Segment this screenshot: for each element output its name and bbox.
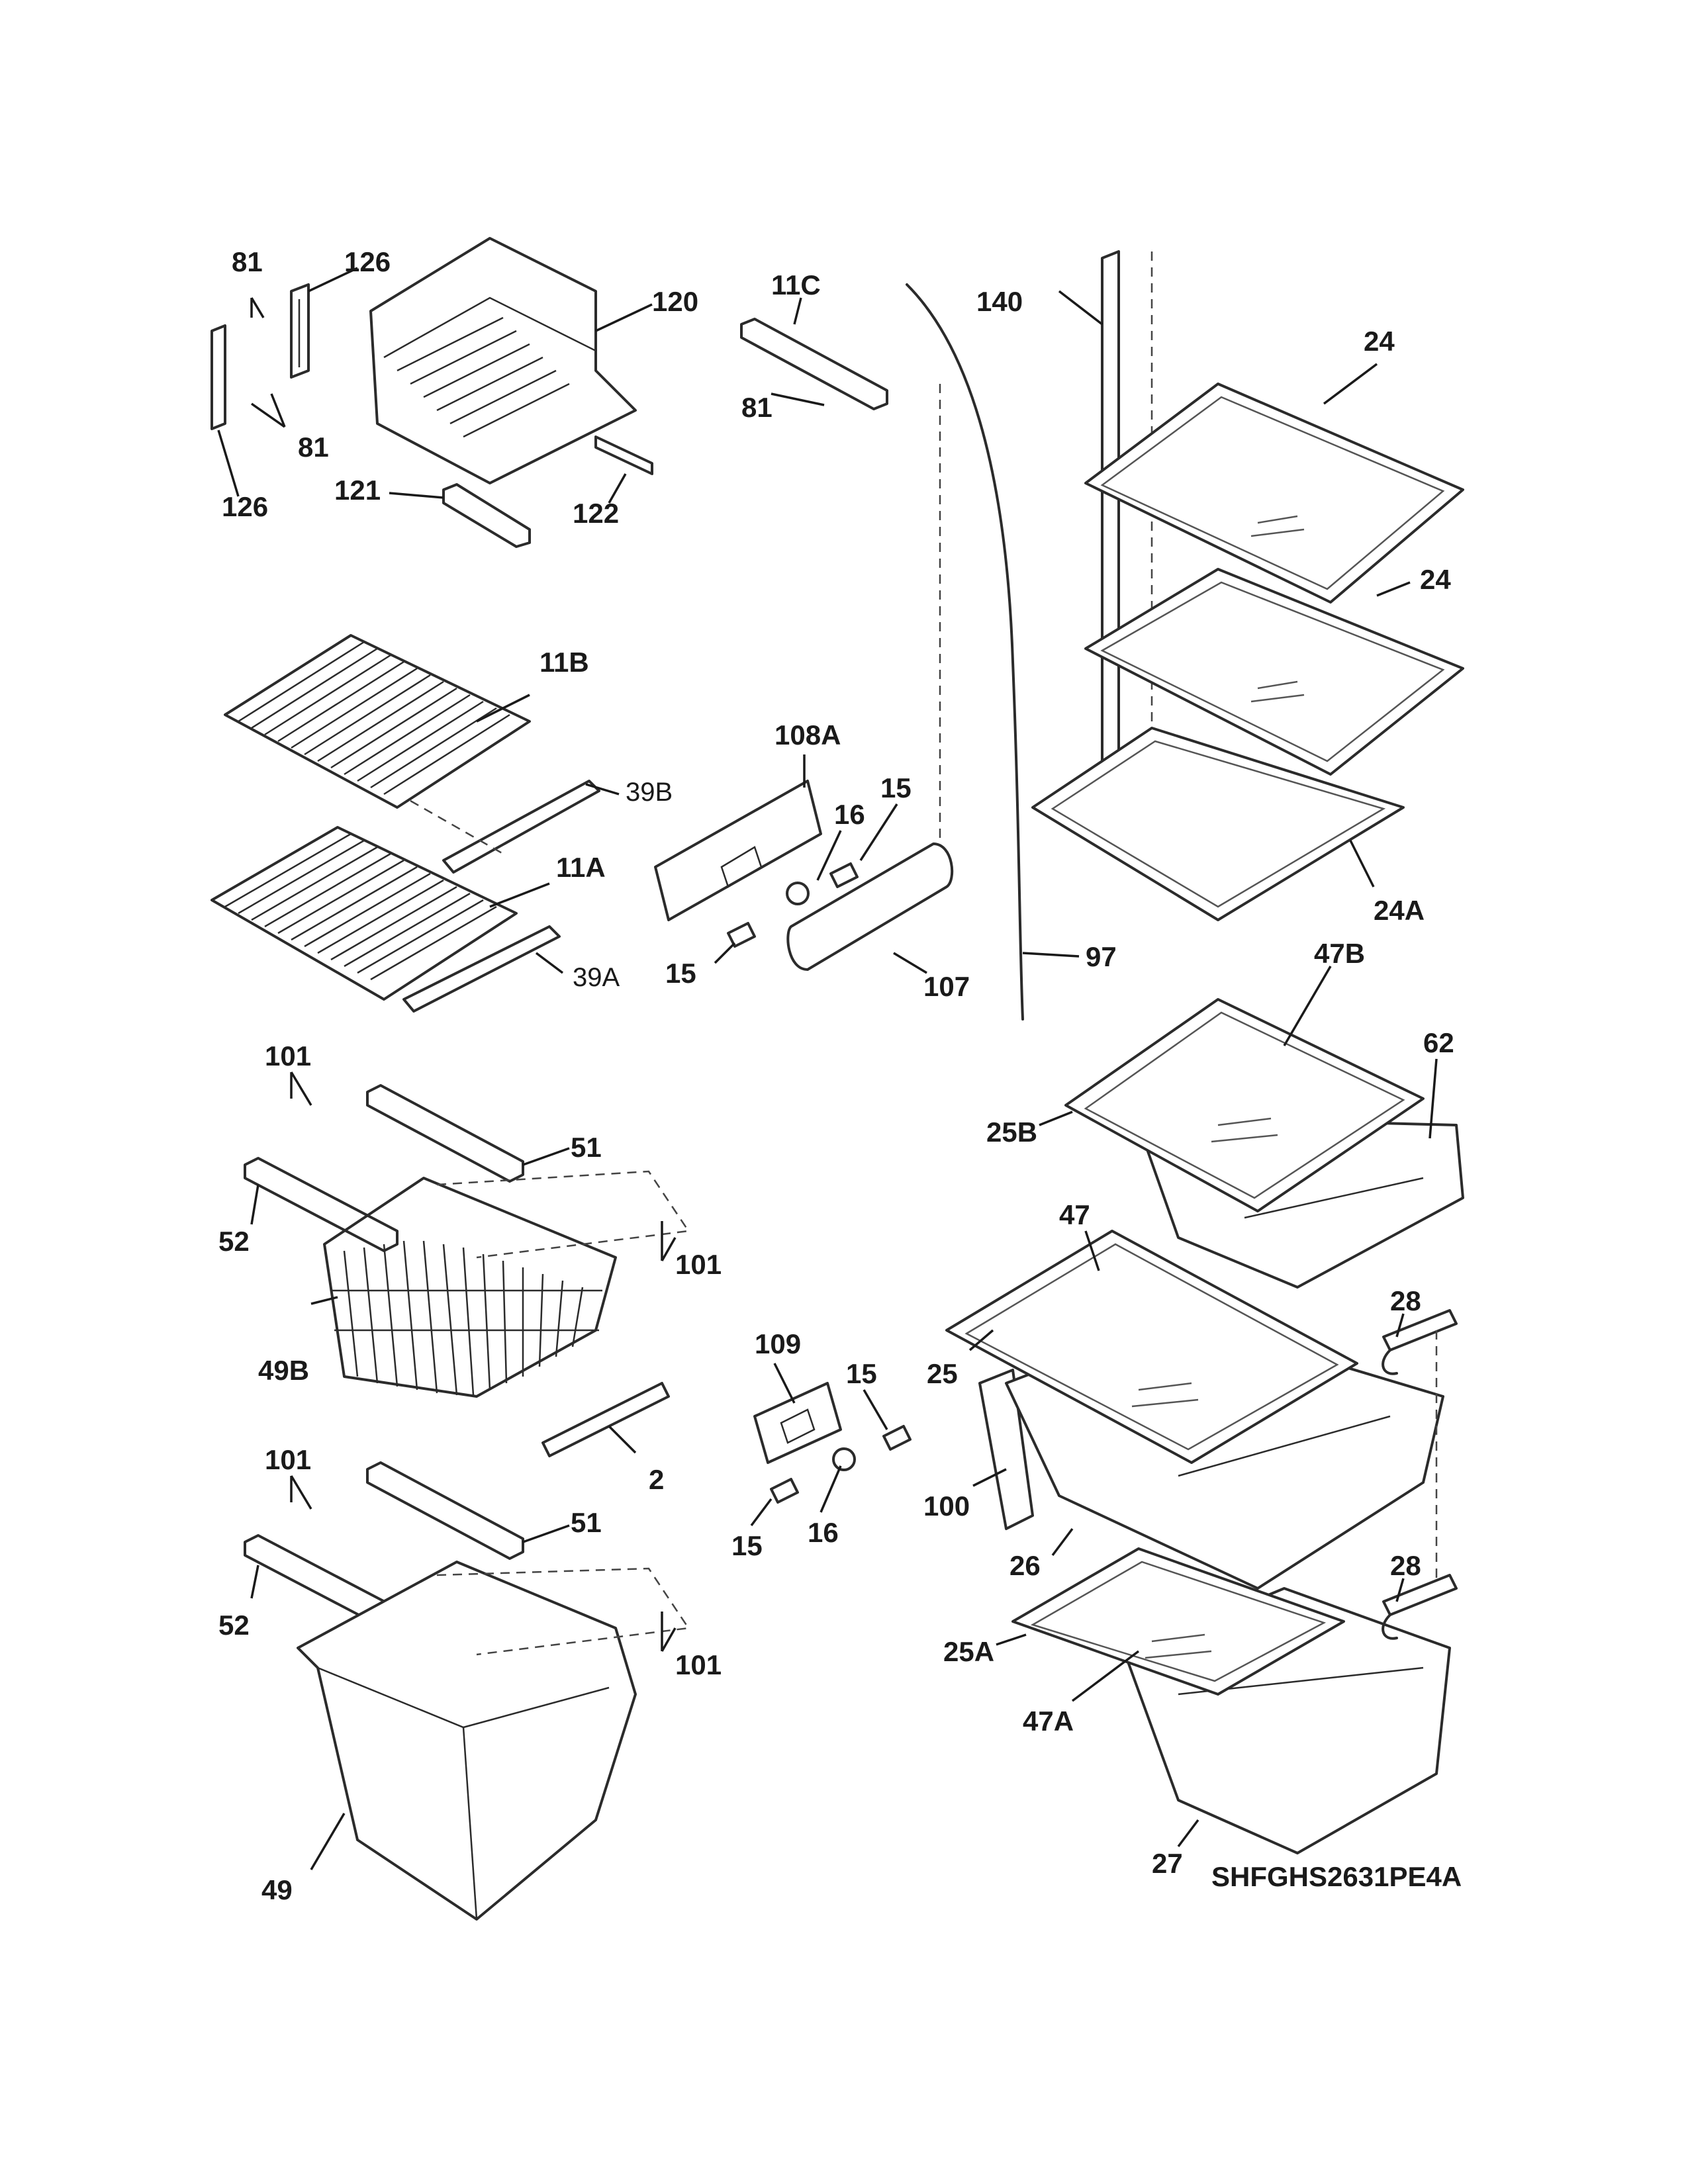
callout-51-lower: 51 bbox=[571, 1507, 602, 1538]
callout-49b: 49B bbox=[258, 1355, 309, 1386]
pin-15-left bbox=[770, 1478, 799, 1504]
callout-47: 47 bbox=[1059, 1199, 1090, 1230]
callout-25: 25 bbox=[927, 1358, 958, 1389]
callout-47b: 47B bbox=[1314, 938, 1365, 969]
callout-11c: 11C bbox=[771, 269, 821, 300]
callout-24-upper: 24 bbox=[1364, 326, 1395, 357]
callout-108a: 108A bbox=[774, 719, 841, 751]
drawer-49 bbox=[297, 1561, 637, 1921]
callout-81-top: 81 bbox=[232, 246, 263, 277]
callout-11b: 11B bbox=[539, 647, 589, 678]
callout-25b: 25B bbox=[986, 1116, 1037, 1148]
callout-101-b: 101 bbox=[675, 1249, 722, 1280]
callout-51-upper: 51 bbox=[571, 1132, 602, 1163]
rail-51-lower bbox=[366, 1461, 524, 1560]
rail-52-upper bbox=[244, 1157, 399, 1252]
callout-122: 122 bbox=[573, 498, 619, 529]
pivot-16-upper bbox=[786, 882, 810, 905]
callout-126-bottom: 126 bbox=[222, 491, 268, 522]
shelf-24a bbox=[1031, 727, 1405, 921]
crisper-cover-47b bbox=[1064, 998, 1425, 1212]
callout-15-right: 15 bbox=[846, 1358, 877, 1389]
callout-27: 27 bbox=[1152, 1848, 1183, 1879]
callout-16-upper: 16 bbox=[834, 799, 865, 830]
callout-101-d: 101 bbox=[675, 1649, 722, 1680]
callout-81-11c: 81 bbox=[741, 392, 773, 423]
bracket-126-left bbox=[211, 324, 226, 430]
callout-28-upper: 28 bbox=[1390, 1285, 1421, 1316]
trim-39a bbox=[402, 925, 561, 1013]
callout-25a: 25A bbox=[943, 1636, 994, 1667]
hinge-109 bbox=[753, 1382, 842, 1464]
crisper-cover-47a bbox=[1011, 1547, 1345, 1696]
callout-97: 97 bbox=[1086, 941, 1117, 972]
callout-107: 107 bbox=[923, 971, 970, 1002]
callout-39a: 39A bbox=[573, 963, 620, 992]
callout-24a: 24A bbox=[1374, 895, 1425, 926]
dairy-door-108a bbox=[654, 780, 822, 921]
crisper-cover-47 bbox=[945, 1230, 1358, 1464]
tube-97 bbox=[906, 283, 1024, 1021]
pin-15-right bbox=[882, 1425, 912, 1451]
callout-101-a: 101 bbox=[265, 1040, 311, 1071]
callout-49: 49 bbox=[261, 1874, 293, 1905]
callout-28-lower: 28 bbox=[1390, 1550, 1421, 1581]
pivot-16-lower bbox=[832, 1447, 856, 1471]
callout-101-c: 101 bbox=[265, 1444, 311, 1475]
callout-2: 2 bbox=[649, 1464, 664, 1495]
callout-100: 100 bbox=[923, 1490, 970, 1522]
shelf-24-lower bbox=[1084, 568, 1464, 776]
bracket-28-lower bbox=[1382, 1574, 1458, 1640]
wire-shelf-11a bbox=[211, 826, 518, 1001]
bracket-126-right bbox=[290, 283, 310, 379]
dairy-cover-107 bbox=[786, 842, 954, 971]
pin-15-upper bbox=[829, 862, 859, 888]
callout-16-lower: 16 bbox=[808, 1517, 839, 1548]
callout-126-top: 126 bbox=[344, 246, 391, 277]
callout-11a: 11A bbox=[556, 852, 606, 883]
callout-140: 140 bbox=[976, 286, 1023, 317]
callout-52-lower: 52 bbox=[218, 1610, 250, 1641]
trim-2 bbox=[541, 1382, 670, 1457]
callout-15-left: 15 bbox=[731, 1530, 763, 1561]
callout-24-lower: 24 bbox=[1420, 564, 1451, 595]
callout-15-upper: 15 bbox=[880, 772, 912, 803]
shelf-24-upper bbox=[1084, 383, 1464, 604]
callout-47a: 47A bbox=[1023, 1706, 1074, 1737]
callout-26: 26 bbox=[1009, 1550, 1041, 1581]
rail-140 bbox=[1101, 250, 1153, 782]
callout-120: 120 bbox=[652, 286, 698, 317]
callout-62: 62 bbox=[1423, 1027, 1454, 1058]
wire-basket-49b bbox=[323, 1177, 617, 1398]
bracket-28-upper bbox=[1382, 1309, 1458, 1375]
wire-shelf-11b bbox=[224, 634, 531, 809]
callout-15-lower: 15 bbox=[665, 958, 696, 989]
pin-15-lower bbox=[727, 922, 756, 948]
bracket-121 bbox=[442, 483, 531, 548]
callout-121: 121 bbox=[334, 475, 381, 506]
trim-39b bbox=[442, 780, 600, 874]
callout-52-upper: 52 bbox=[218, 1226, 250, 1257]
bracket-11c bbox=[740, 318, 888, 410]
callout-109: 109 bbox=[755, 1328, 801, 1359]
rail-51-upper bbox=[366, 1084, 524, 1183]
callout-39b: 39B bbox=[626, 778, 673, 807]
bin-120 bbox=[369, 237, 637, 484]
bracket-122 bbox=[594, 435, 653, 475]
diagram-id: SHFGHS2631PE4A bbox=[1211, 1861, 1462, 1892]
callout-81-mid: 81 bbox=[298, 432, 329, 463]
divider-100 bbox=[978, 1369, 1034, 1530]
